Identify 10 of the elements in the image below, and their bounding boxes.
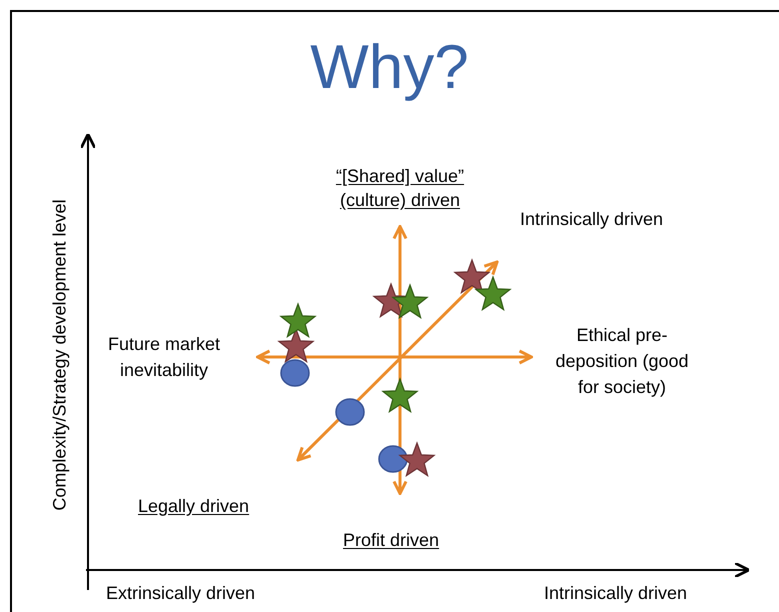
text-label: Extrinsically driven bbox=[106, 582, 256, 605]
text-label: Ethical pre-deposition (good for society) bbox=[554, 324, 690, 399]
text-label: Intrinsically driven bbox=[520, 208, 664, 231]
text-label: Legally driven bbox=[138, 495, 250, 518]
text-label: Future market inevitability bbox=[106, 333, 222, 382]
title: Why? bbox=[309, 32, 470, 104]
text-label: Profit driven bbox=[343, 529, 440, 552]
text-label: “[Shared] value” (culture) driven bbox=[334, 165, 466, 212]
text-label: Intrinsically driven bbox=[544, 582, 688, 605]
axis-label: Complexity/Strategy development level bbox=[48, 198, 70, 513]
